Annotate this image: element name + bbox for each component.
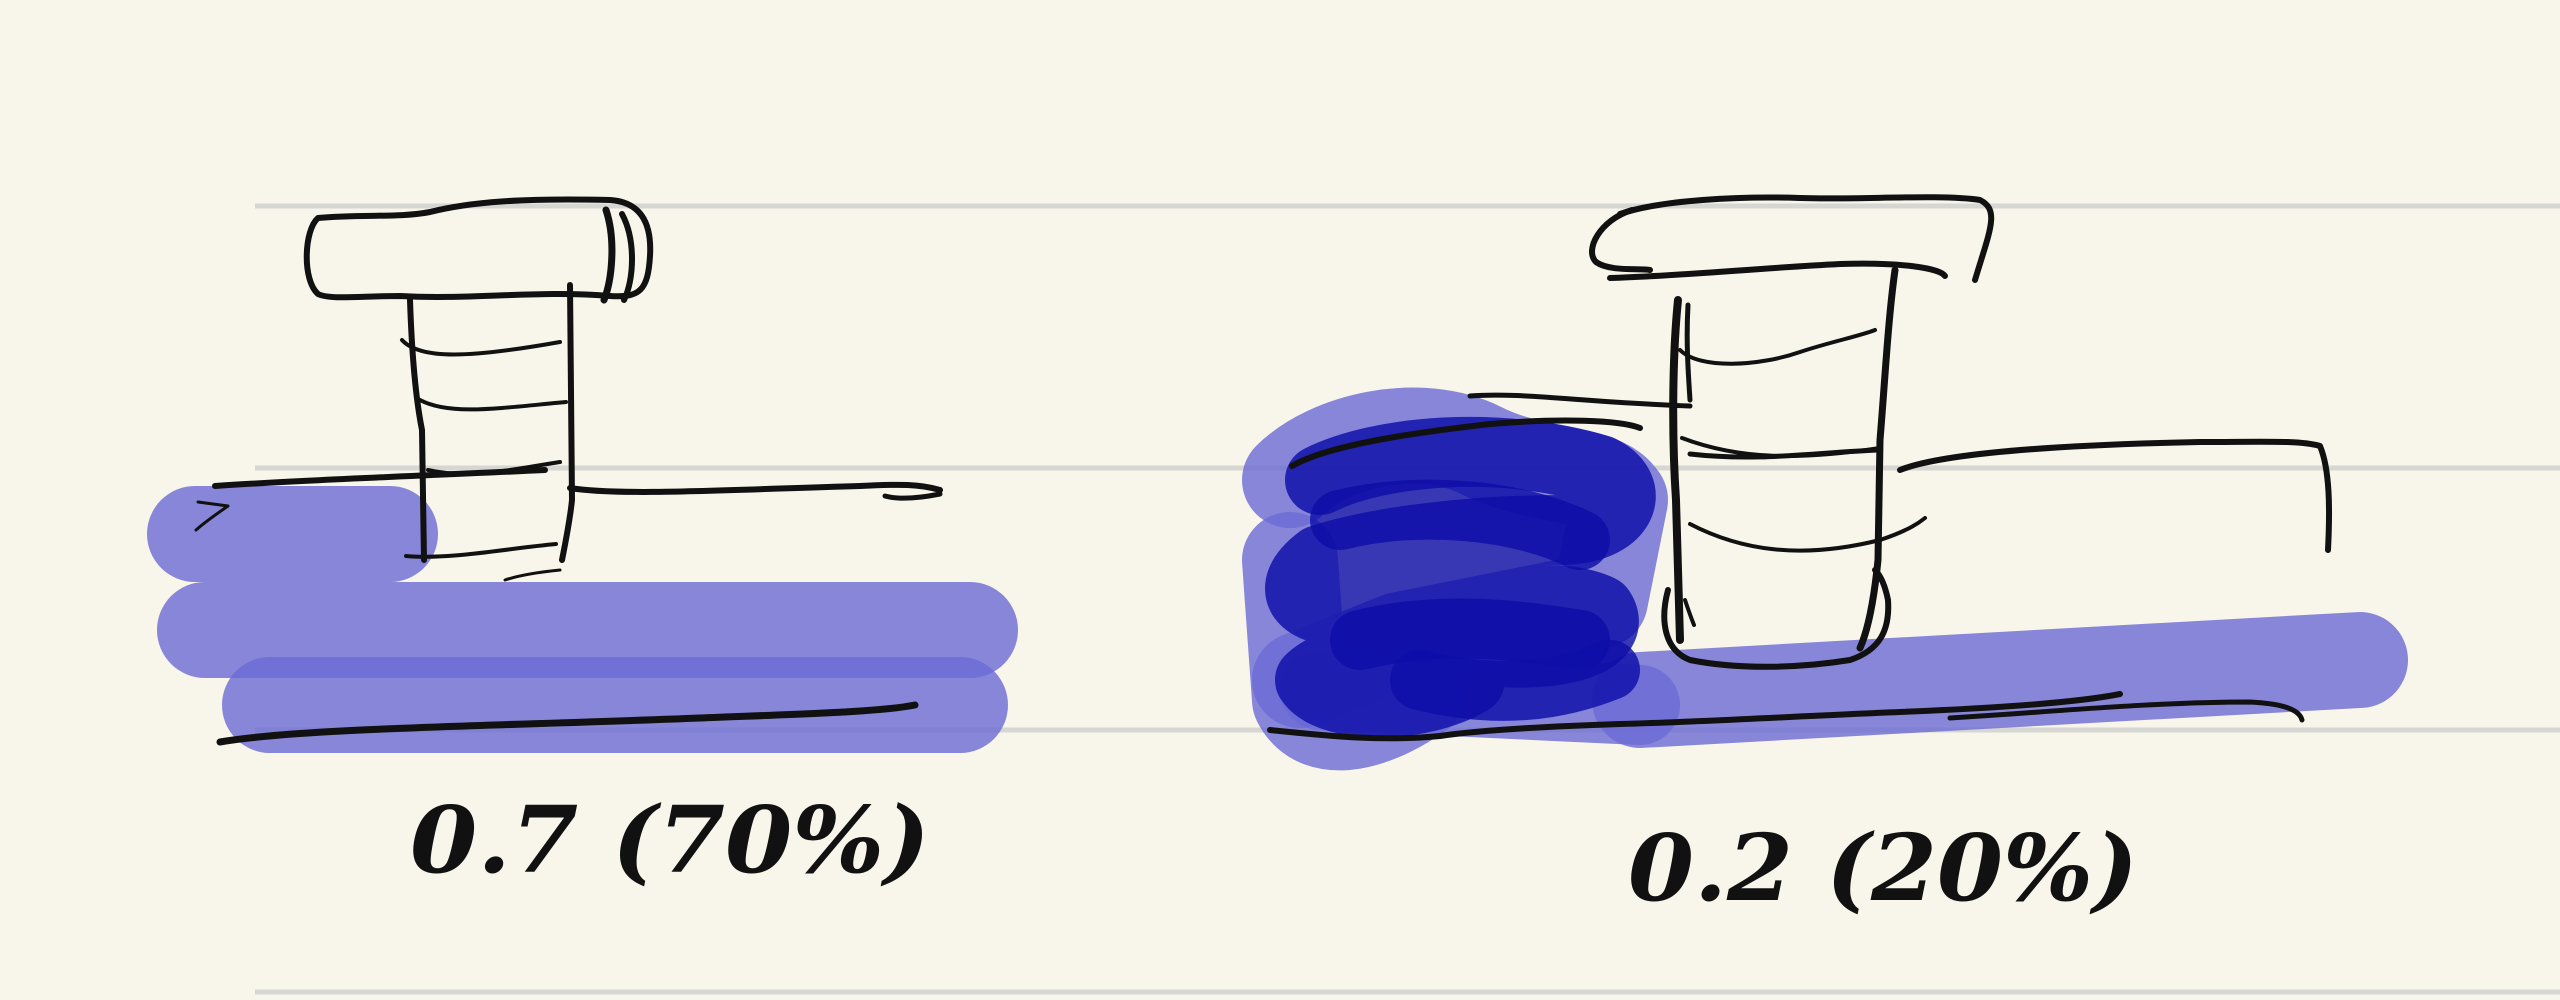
ink-stroke xyxy=(400,338,562,357)
highlight-stroke xyxy=(1592,612,2408,748)
ink-stroke xyxy=(1897,438,2333,553)
left-caption: 0.7 (70%) xyxy=(410,786,930,894)
ink-stroke xyxy=(1678,328,1877,366)
ink-stroke xyxy=(567,481,943,495)
ink-stroke xyxy=(1617,194,1995,283)
highlight-stroke xyxy=(1330,598,1610,670)
right-highlight-dark xyxy=(1265,416,1656,738)
ink-stroke xyxy=(559,282,575,563)
ink-stroke xyxy=(216,701,919,746)
ink-stroke xyxy=(194,500,230,532)
ink-stroke xyxy=(1289,417,1643,469)
ink-stroke xyxy=(600,206,616,304)
ink-stroke xyxy=(303,196,654,301)
left-highlight xyxy=(147,486,1018,753)
ink-stroke xyxy=(1688,516,1927,553)
ink-stroke xyxy=(404,542,558,559)
right-sketch: 0.2 (20%) xyxy=(1242,194,2408,922)
ink-stroke xyxy=(1267,691,2123,742)
ink-stroke xyxy=(882,491,943,501)
ink-stroke xyxy=(212,467,548,489)
ink-stroke xyxy=(407,297,427,563)
ink-stroke xyxy=(1607,260,1948,281)
ink-stroke xyxy=(1661,567,1892,670)
ink-stroke xyxy=(503,568,562,582)
ink-stroke xyxy=(1467,392,1693,409)
ink-stroke xyxy=(418,398,568,412)
left-cup-drawing xyxy=(194,196,943,746)
highlight-stroke xyxy=(1390,640,1640,721)
ink-stroke xyxy=(1856,266,1899,652)
ink-stroke xyxy=(1684,302,1693,403)
ink-stroke xyxy=(619,211,635,303)
left-sketch: 0.7 (70%) xyxy=(147,196,1018,894)
right-cup-drawing xyxy=(1267,194,2333,742)
ink-stroke xyxy=(1687,447,1883,460)
ink-stroke xyxy=(1947,699,2305,723)
highlight-stroke xyxy=(1310,479,1610,570)
ink-stroke xyxy=(1589,207,1653,273)
right-caption: 0.2 (20%) xyxy=(1628,814,2138,922)
ink-stroke xyxy=(1683,598,1696,627)
